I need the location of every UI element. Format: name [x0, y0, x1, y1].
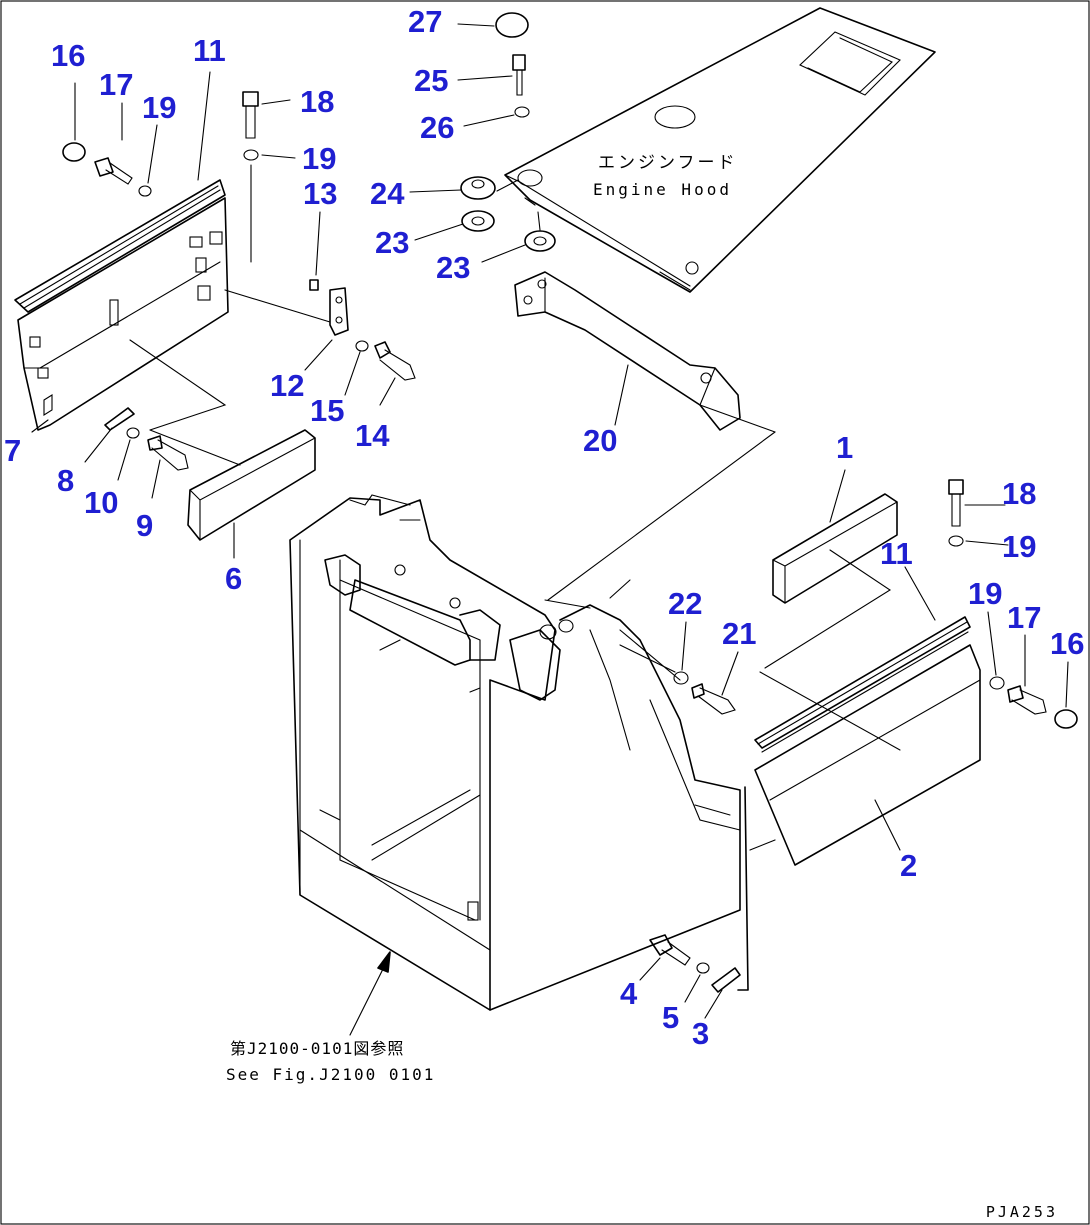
left-seal-strip [129, 339, 316, 541]
callout-17-right[interactable]: 17 [1007, 600, 1042, 635]
callout-22[interactable]: 22 [668, 586, 703, 621]
callout-2[interactable]: 2 [900, 848, 918, 883]
callout-1[interactable]: 1 [836, 430, 854, 465]
callout-13[interactable]: 13 [303, 176, 338, 211]
callout-8[interactable]: 8 [57, 463, 75, 498]
callout-11-left[interactable]: 11 [193, 33, 226, 68]
callout-19-left-washer[interactable]: 19 [302, 141, 337, 176]
leader-lines [31, 23, 1069, 1019]
callout-9[interactable]: 9 [136, 508, 154, 543]
callout-7[interactable]: 7 [4, 433, 22, 468]
callout-16-left[interactable]: 16 [51, 38, 86, 73]
callout-26[interactable]: 26 [420, 110, 455, 145]
left-hardware [62, 91, 416, 471]
callout-20[interactable]: 20 [583, 423, 618, 458]
callout-17-left[interactable]: 17 [99, 67, 134, 102]
callout-24[interactable]: 24 [370, 176, 405, 211]
callout-4[interactable]: 4 [620, 976, 638, 1011]
callout-12[interactable]: 12 [270, 368, 305, 403]
callout-16-right[interactable]: 16 [1050, 626, 1085, 661]
callout-10[interactable]: 10 [84, 485, 119, 520]
callout-25[interactable]: 25 [414, 63, 449, 98]
engine-hood-label-en: Engine Hood [593, 180, 732, 199]
callout-15[interactable]: 15 [310, 393, 345, 428]
right-hardware [619, 479, 1078, 993]
hood-bracket [514, 271, 741, 431]
callout-5[interactable]: 5 [662, 1000, 680, 1035]
drawing-number: PJA253 [985, 1203, 1058, 1221]
callout-23-lower[interactable]: 23 [436, 250, 471, 285]
right-seal-strip [764, 493, 898, 669]
radiator-frame [289, 404, 776, 1011]
callout-18-left[interactable]: 18 [300, 84, 335, 119]
engine-hood [504, 7, 936, 293]
engine-hood-label-jp: エンジンフード [598, 153, 738, 173]
callout-19-left[interactable]: 19 [142, 90, 177, 125]
hood-mount-hardware [460, 12, 556, 252]
callout-6[interactable]: 6 [225, 561, 243, 596]
callout-23-upper[interactable]: 23 [375, 225, 410, 260]
reference-note-jp: 第J2100-0101図参照 [230, 1039, 405, 1058]
callout-3[interactable]: 3 [692, 1016, 710, 1051]
left-side-panel [14, 179, 229, 431]
reference-note-en: See Fig.J2100 0101 [226, 1065, 436, 1084]
callout-19-right-washer[interactable]: 19 [1002, 529, 1037, 564]
callout-18-right[interactable]: 18 [1002, 476, 1037, 511]
callout-11-right[interactable]: 11 [880, 536, 913, 571]
callout-14[interactable]: 14 [355, 418, 390, 453]
right-side-panel [737, 616, 981, 991]
reference-arrow [349, 951, 391, 1036]
callout-19-right[interactable]: 19 [968, 576, 1003, 611]
callout-21[interactable]: 21 [722, 616, 757, 651]
callout-27[interactable]: 27 [408, 4, 443, 39]
